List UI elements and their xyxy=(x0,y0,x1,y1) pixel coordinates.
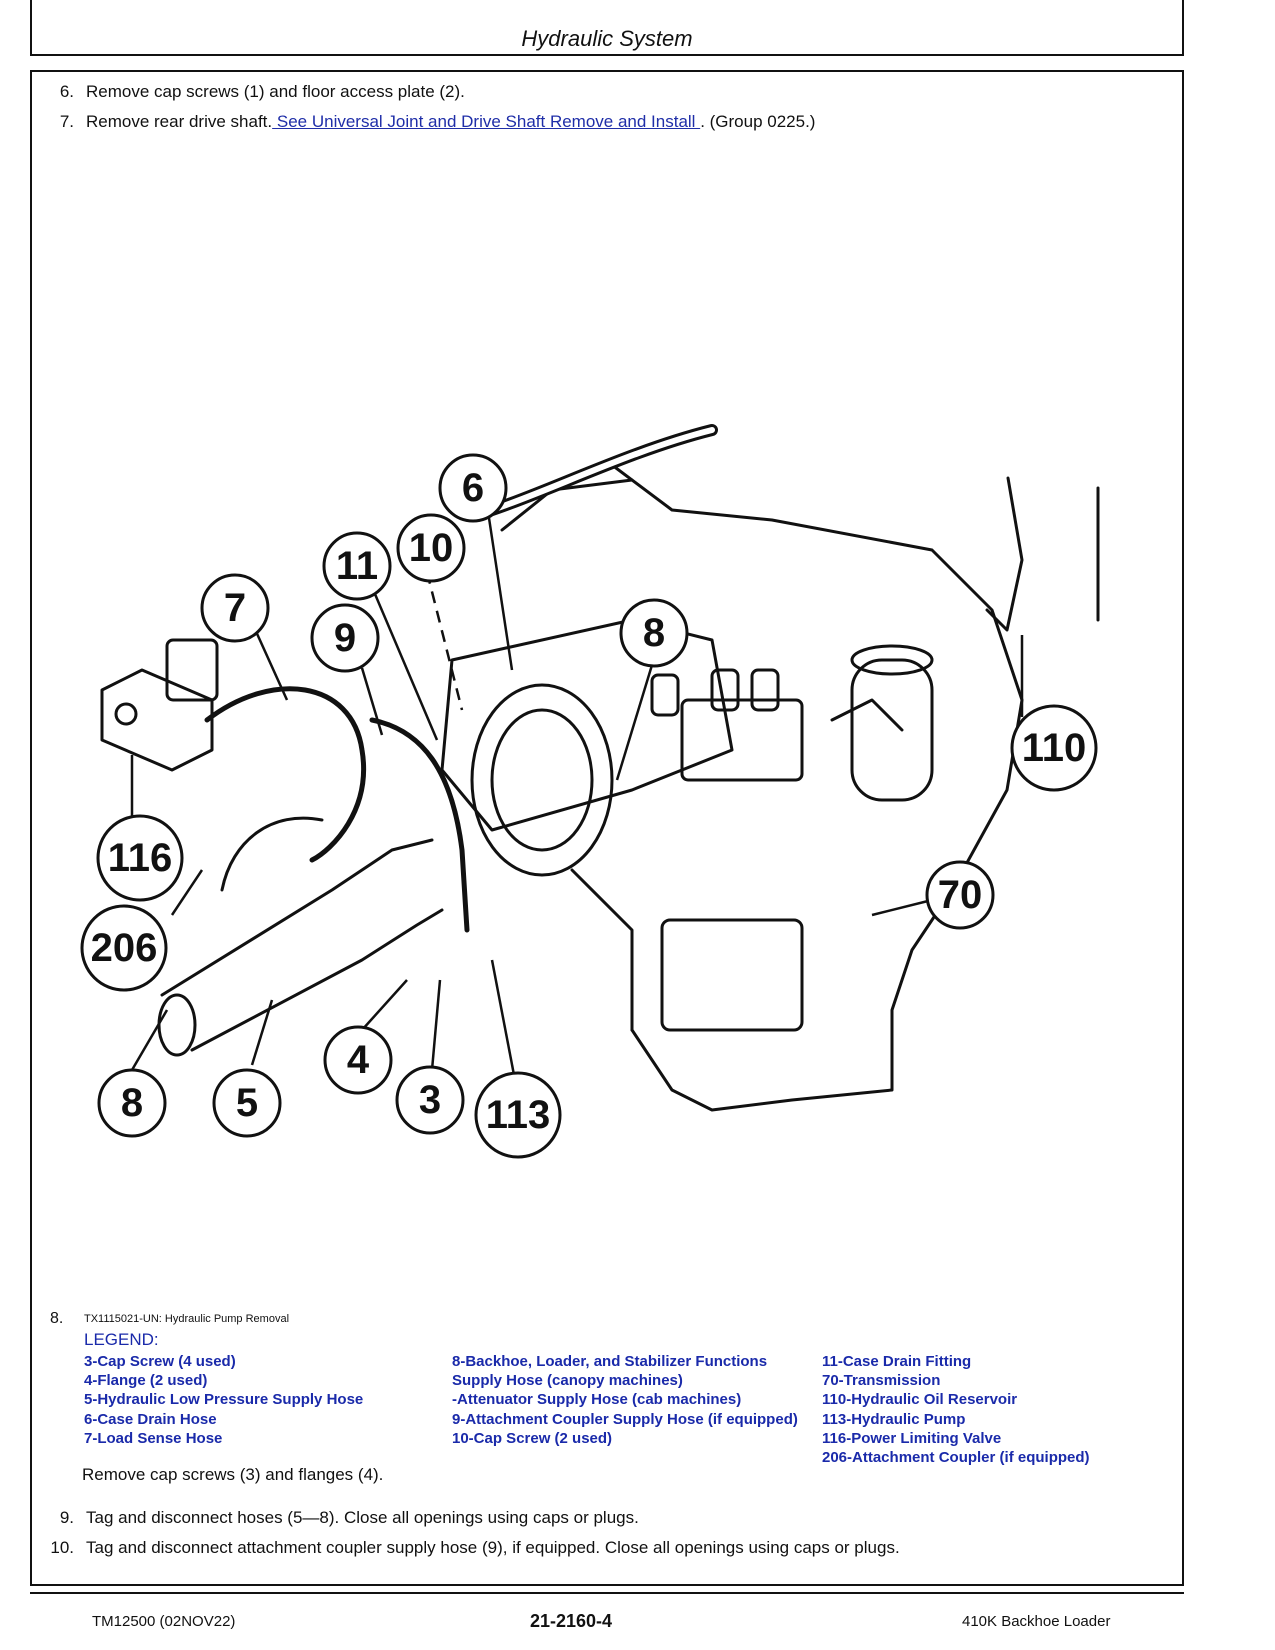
callout-11: 11 xyxy=(336,544,378,588)
footer-divider xyxy=(30,1592,1184,1594)
figure-caption: TX1115021-UN: Hydraulic Pump Removal xyxy=(84,1313,290,1325)
legend-item: 4-Flange (2 used) xyxy=(84,1372,208,1390)
legend-title: LEGEND: xyxy=(84,1330,159,1349)
legend-item: 11-Case Drain Fitting xyxy=(822,1353,972,1370)
legend-column-3: 11-Case Drain Fitting 70-Transmission 11… xyxy=(822,1352,1090,1467)
step-number: 9. xyxy=(59,1508,74,1527)
step-text-suffix: . (Group 0225.) xyxy=(700,112,816,131)
step-text: Remove rear drive shaft. See Universal J… xyxy=(86,112,815,132)
callout-116: 116 xyxy=(108,836,173,880)
legend-item: 5-Hydraulic Low Pressure Supply Hose xyxy=(84,1391,364,1409)
legend-item: Supply Hose (canopy machines) xyxy=(452,1372,683,1390)
page-title: Hydraulic System xyxy=(521,26,693,51)
callout-113: 113 xyxy=(486,1093,551,1137)
step-text-prefix: Remove rear drive shaft. xyxy=(86,112,273,131)
legend-item: 6-Case Drain Hose xyxy=(84,1410,217,1428)
machine-model: 410K Backhoe Loader xyxy=(962,1613,1111,1630)
legend-item: 10-Cap Screw (2 used) xyxy=(452,1429,613,1447)
callout-9: 9 xyxy=(334,616,356,660)
legend-item: 113-Hydraulic Pump xyxy=(822,1410,966,1428)
callout-8-lower: 8 xyxy=(121,1081,143,1125)
legend-item: 8-Backhoe, Loader, and Stabilizer Functi… xyxy=(452,1353,768,1370)
callout-4: 4 xyxy=(347,1038,370,1082)
manual-id: TM12500 (02NOV22) xyxy=(92,1613,236,1630)
callout-206: 206 xyxy=(91,926,158,970)
page-header: Hydraulic System xyxy=(30,0,1184,56)
callout-6: 6 xyxy=(462,466,484,510)
legend-item: 110-Hydraulic Oil Reservoir xyxy=(822,1391,1018,1409)
callout-8-upper: 8 xyxy=(643,611,665,655)
page-number: 21-2160-4 xyxy=(530,1611,613,1631)
legend-item: 3-Cap Screw (4 used) xyxy=(84,1353,236,1370)
step-number: 6. xyxy=(59,82,74,101)
universal-joint-link[interactable]: See Universal Joint and Drive Shaft Remo… xyxy=(272,112,701,131)
callout-3: 3 xyxy=(419,1078,441,1122)
legend-column-2: 8-Backhoe, Loader, and Stabilizer Functi… xyxy=(452,1352,807,1448)
step-number: 8. xyxy=(50,1310,64,1327)
legend-item: 206-Attachment Coupler (if equipped) xyxy=(822,1449,1090,1467)
legend-item: -Attenuator Supply Hose (cab machines) xyxy=(452,1391,742,1409)
callout-110: 110 xyxy=(1022,726,1087,770)
callout-70: 70 xyxy=(938,873,983,917)
callout-10: 10 xyxy=(409,526,454,570)
legend-column-1: 3-Cap Screw (4 used) 4-Flange (2 used) 5… xyxy=(84,1352,363,1448)
callout-5: 5 xyxy=(236,1081,258,1125)
step-number: 7. xyxy=(59,112,74,131)
callout-7: 7 xyxy=(224,586,246,630)
legend-item: 70-Transmission xyxy=(822,1372,941,1390)
step-text: Tag and disconnect hoses (5—8). Close al… xyxy=(86,1508,639,1527)
legend-item: 7-Load Sense Hose xyxy=(84,1429,223,1447)
content-frame xyxy=(30,70,1184,1586)
hydraulic-pump-illustration: 6 10 11 7 9 8 110 116 206 70 8 5 4 3 113 xyxy=(80,424,1100,1159)
step-number: 10. xyxy=(50,1538,74,1557)
legend-item: 9-Attachment Coupler Supply Hose (if equ… xyxy=(452,1410,798,1428)
step-text: Tag and disconnect attachment coupler su… xyxy=(86,1538,900,1557)
step-text: Remove cap screws (1) and floor access p… xyxy=(86,82,465,101)
legend-item: 116-Power Limiting Valve xyxy=(822,1429,1002,1447)
step-8-instruction: Remove cap screws (3) and flanges (4). xyxy=(82,1465,384,1484)
